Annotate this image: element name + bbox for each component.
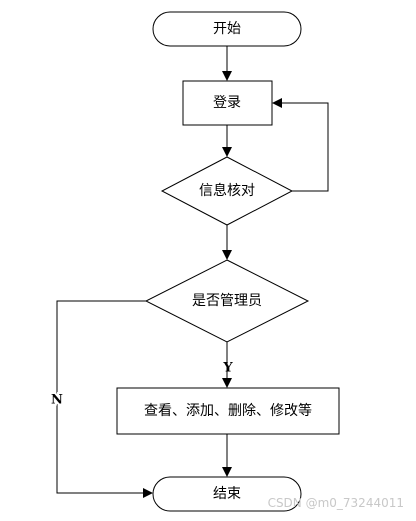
actions-node: 查看、添加、删除、修改等 <box>116 387 340 435</box>
actions-node-label: 查看、添加、删除、修改等 <box>144 402 312 419</box>
end-node: 结束 <box>152 476 302 512</box>
is-admin-node-label: 是否管理员 <box>192 293 262 309</box>
login-node: 登录 <box>182 80 273 126</box>
login-node-shape <box>182 80 273 126</box>
start-node-label: 开始 <box>213 21 241 37</box>
is-admin-node: 是否管理员 <box>144 259 310 343</box>
edge-verify-loop-to-login <box>272 98 329 192</box>
verify-node-label: 信息核对 <box>199 182 255 199</box>
edge-is-admin-to-end <box>56 300 153 498</box>
end-node-label: 结束 <box>213 486 241 502</box>
watermark-text: CSDN @m0_73244011 <box>268 496 404 510</box>
verify-node: 信息核对 <box>160 156 294 226</box>
edge-label-yes: Y <box>222 361 233 376</box>
actions-node-shape <box>116 387 340 435</box>
start-node: 开始 <box>152 11 302 47</box>
edge-label-no: N <box>51 393 63 408</box>
login-node-label: 登录 <box>213 95 241 111</box>
end-node-shape <box>152 476 302 512</box>
